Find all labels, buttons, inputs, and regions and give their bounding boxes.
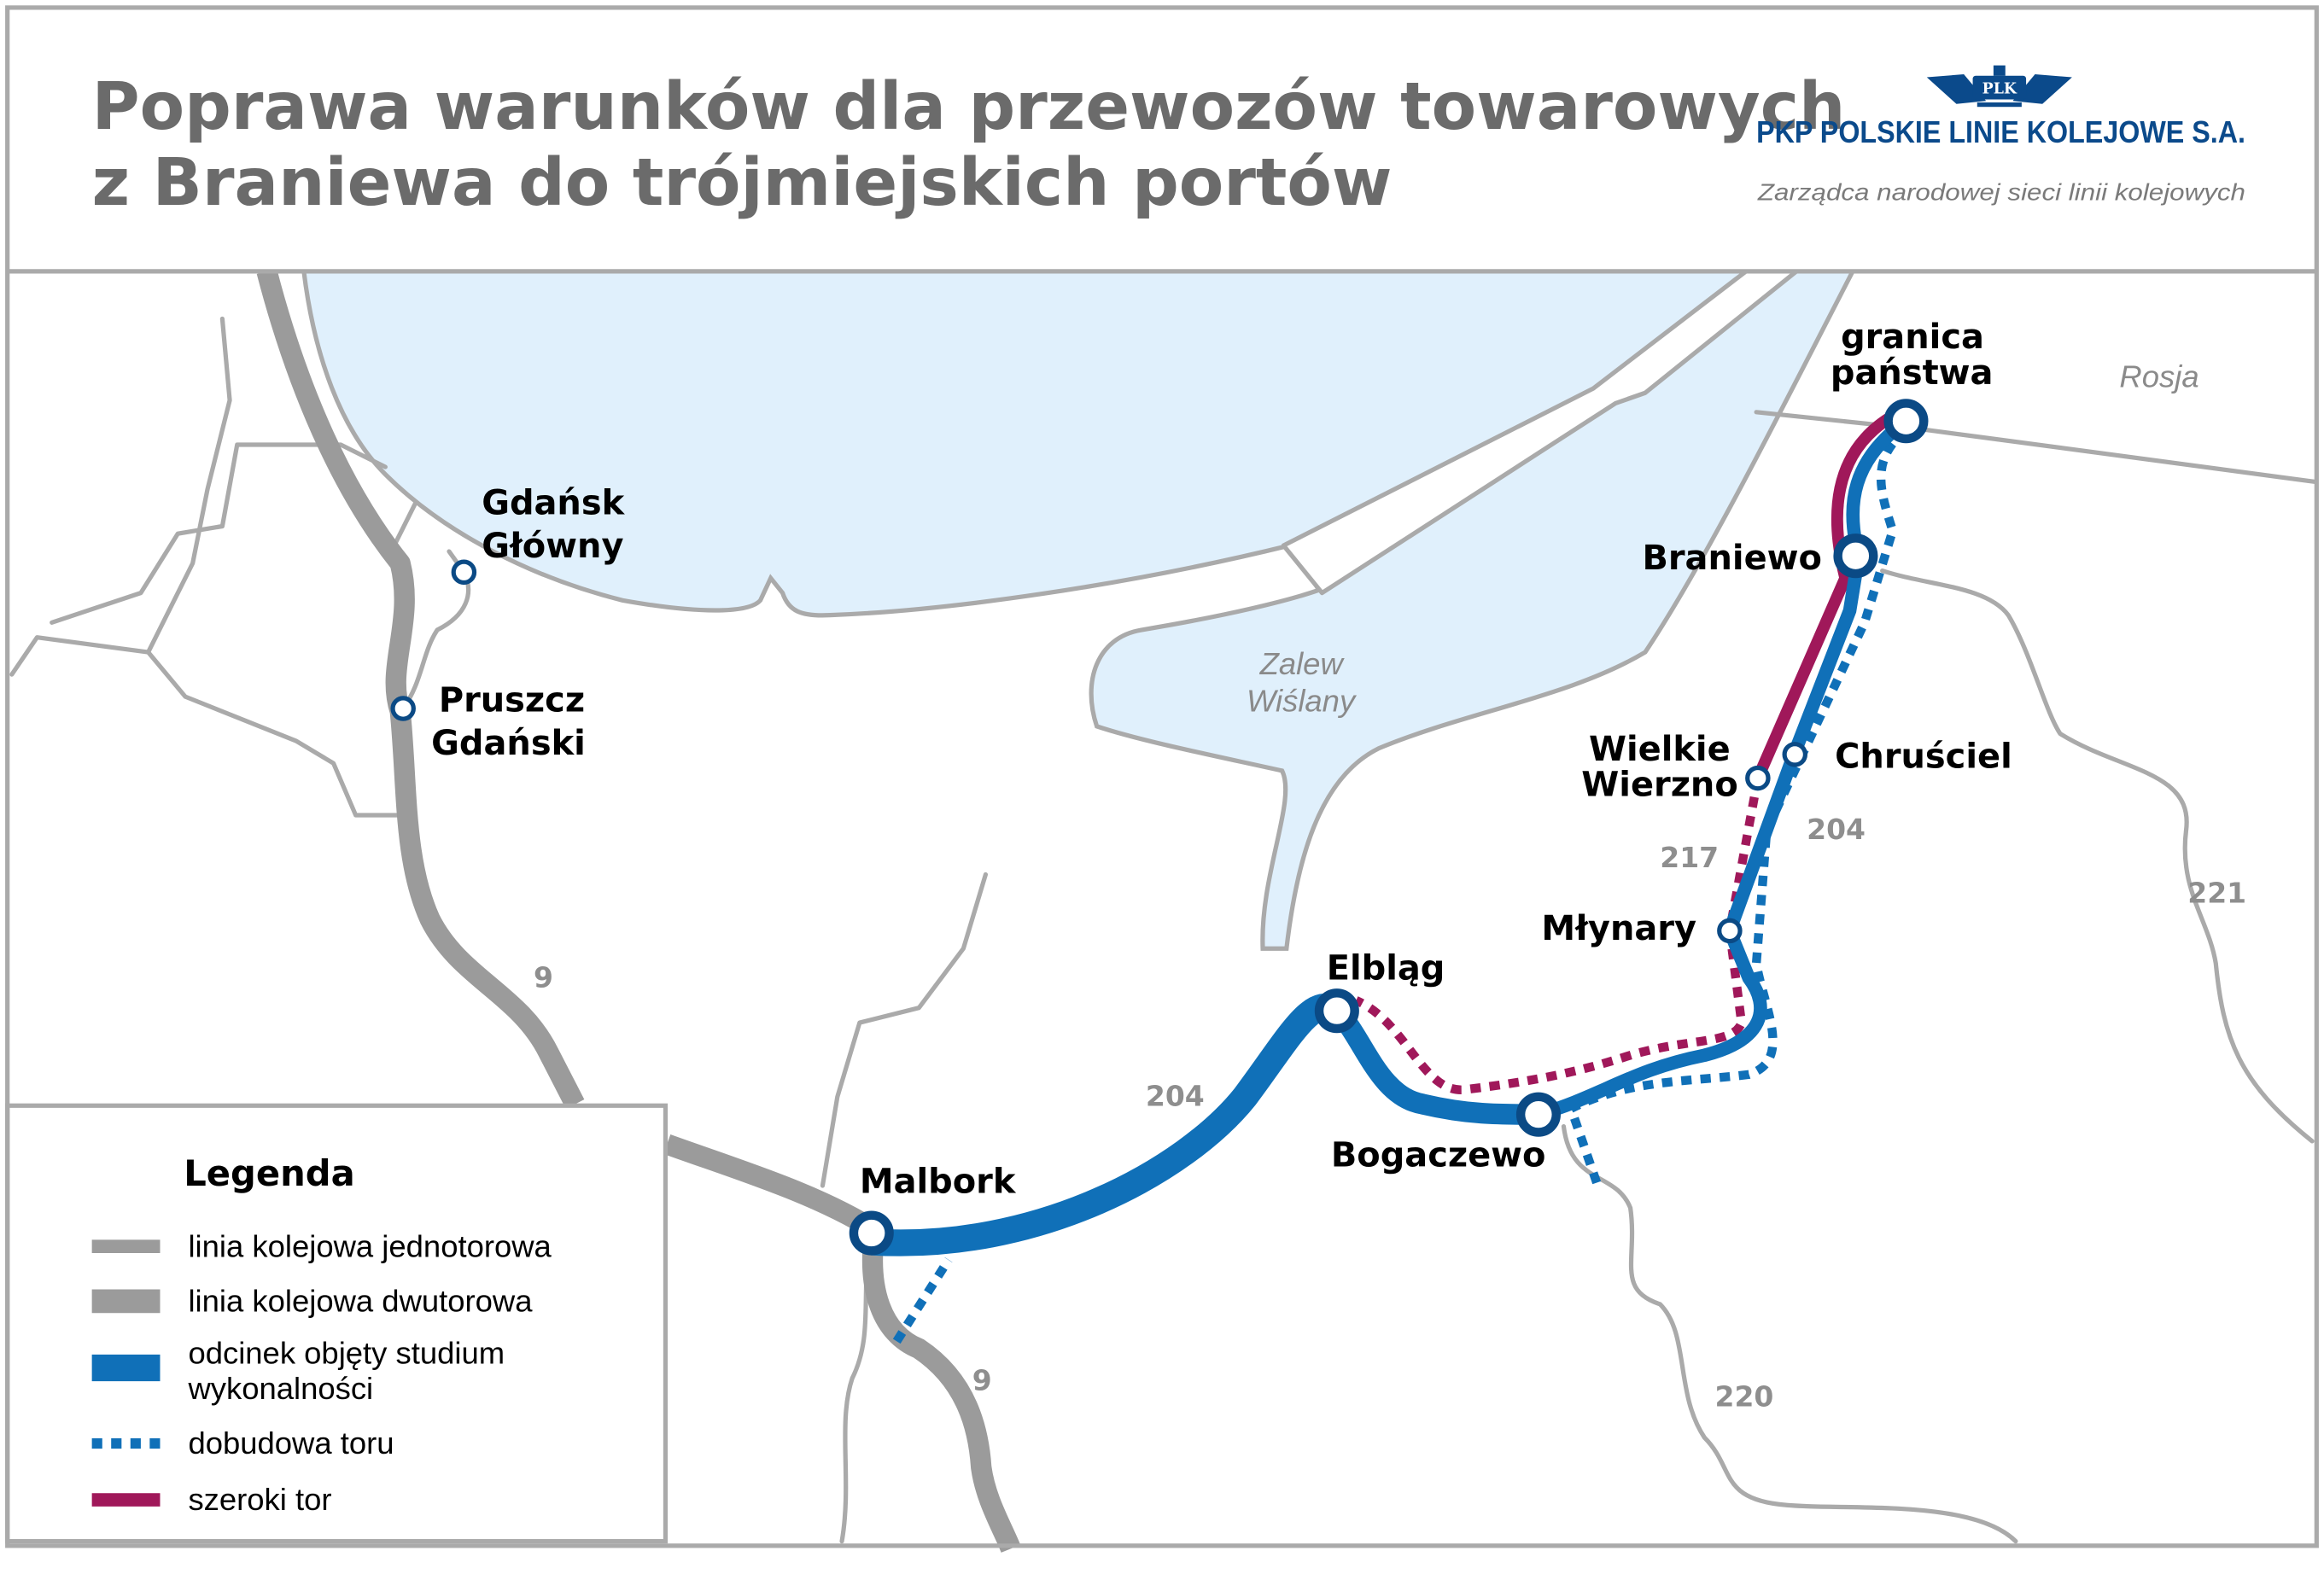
legend-item-additional-track: dobudowa toru — [188, 1425, 394, 1460]
station-gdansk-marker[interactable] — [451, 559, 477, 586]
header: Poprawa warunków dla przewozów towarowyc… — [7, 7, 2317, 274]
station-chrusciel-marker[interactable] — [1782, 742, 1808, 767]
additional-track-dotted-malbork — [892, 1257, 953, 1344]
thin-line-gdansk — [400, 549, 471, 711]
line-number-217: 217 — [1660, 841, 1719, 874]
state-border — [1754, 410, 2318, 485]
label-border-2: państwa — [1831, 353, 1994, 393]
thin-line-220 — [1561, 1123, 2018, 1544]
label-pruszcz-2: Gdański — [431, 724, 586, 763]
thin-line-malbork-north — [820, 872, 989, 1188]
study-section-malbork-elblag — [870, 994, 1345, 1256]
thin-line-west-1 — [9, 316, 232, 677]
line-number-204-east: 204 — [1807, 813, 1866, 846]
railway-line-9-south — [861, 1231, 1021, 1553]
legend-item-single-track: linia kolejowa jednotorowa — [188, 1228, 552, 1263]
station-mlynary-marker[interactable] — [1717, 918, 1743, 944]
line-number-9-north: 9 — [534, 960, 553, 994]
vistula-spit — [1281, 269, 1799, 596]
label-wielkie-wierzno-1: Wielkie — [1589, 730, 1731, 769]
page-title-line-2: z Braniewa do trójmiejskich portów — [92, 145, 1393, 221]
station-bogaczewo-marker[interactable] — [1515, 1092, 1561, 1137]
logo-emblem-text: PLK — [1982, 81, 2017, 98]
legend-item-study-section-1: odcinek objęty studium — [188, 1335, 505, 1370]
label-chrusciel: Chruściel — [1835, 737, 2012, 776]
station-wielkie-wierzno-marker[interactable] — [1745, 765, 1771, 791]
label-mlynary: Młynary — [1541, 909, 1696, 948]
legend-item-double-track: linia kolejowa dwutorowa — [188, 1284, 533, 1319]
thin-line-gdansk-2 — [390, 501, 418, 551]
station-pruszcz-marker[interactable] — [390, 696, 416, 721]
label-russia: Rosja — [2119, 359, 2198, 394]
line-number-220: 220 — [1715, 1380, 1774, 1414]
label-malbork: Malbork — [860, 1163, 1017, 1202]
map: Rosja Zalew Wiślany granica państwa Bran… — [9, 268, 2318, 1553]
water-bay-lagoon — [301, 269, 1857, 951]
label-gdansk-2: Główny — [482, 527, 623, 566]
railway-line-9-east — [663, 1134, 880, 1239]
label-elblag: Elbląg — [1327, 949, 1445, 988]
legend-item-study-section-2: wykonalności — [187, 1371, 373, 1406]
line-number-204-west: 204 — [1146, 1079, 1205, 1112]
station-elblag-marker[interactable] — [1314, 988, 1359, 1034]
logo-company-name: PKP POLSKIE LINIE KOLEJOWE S.A. — [1756, 114, 2245, 149]
legend: Legenda linia kolejowa jednotorowa linia… — [5, 1103, 669, 1544]
label-wielkie-wierzno-2: Wierzno — [1581, 765, 1738, 804]
broad-gauge-dotted — [1354, 777, 1762, 1094]
additional-track-dotted — [1565, 426, 1909, 1187]
line-number-9-south: 9 — [972, 1364, 992, 1397]
label-bogaczewo: Bogaczewo — [1331, 1135, 1546, 1175]
station-malbork-marker[interactable] — [849, 1210, 894, 1256]
thin-line-west-2 — [50, 442, 388, 625]
plk-logo-emblem-icon: PLK — [1926, 65, 2072, 108]
label-gdansk-1: Gdańsk — [482, 484, 625, 523]
station-border-marker[interactable] — [1883, 399, 1929, 444]
label-pruszcz-1: Pruszcz — [439, 680, 585, 720]
thin-line-west-3 — [145, 650, 403, 818]
label-lagoon-1: Zalew — [1259, 646, 1346, 681]
line-number-221: 221 — [2187, 876, 2246, 909]
station-braniewo-marker[interactable] — [1833, 533, 1878, 579]
study-section-elblag-bogaczewo — [1328, 1003, 1539, 1125]
label-lagoon-2: Wiślany — [1247, 683, 1358, 718]
thin-line-221 — [1880, 568, 2315, 1144]
label-border-1: granica — [1841, 318, 1984, 357]
frame — [5, 5, 2319, 1548]
page-title-line-1: Poprawa warunków dla przewozów towarowyc… — [92, 69, 1846, 145]
legend-title: Legenda — [184, 1152, 354, 1194]
legend-item-broad-gauge: szeroki tor — [188, 1482, 331, 1517]
label-braniewo: Braniewo — [1642, 539, 1821, 578]
logo-tagline: Zarządca narodowej sieci linii kolejowyc… — [1757, 179, 2245, 206]
study-section-bogaczewo-border — [1536, 415, 1911, 1122]
